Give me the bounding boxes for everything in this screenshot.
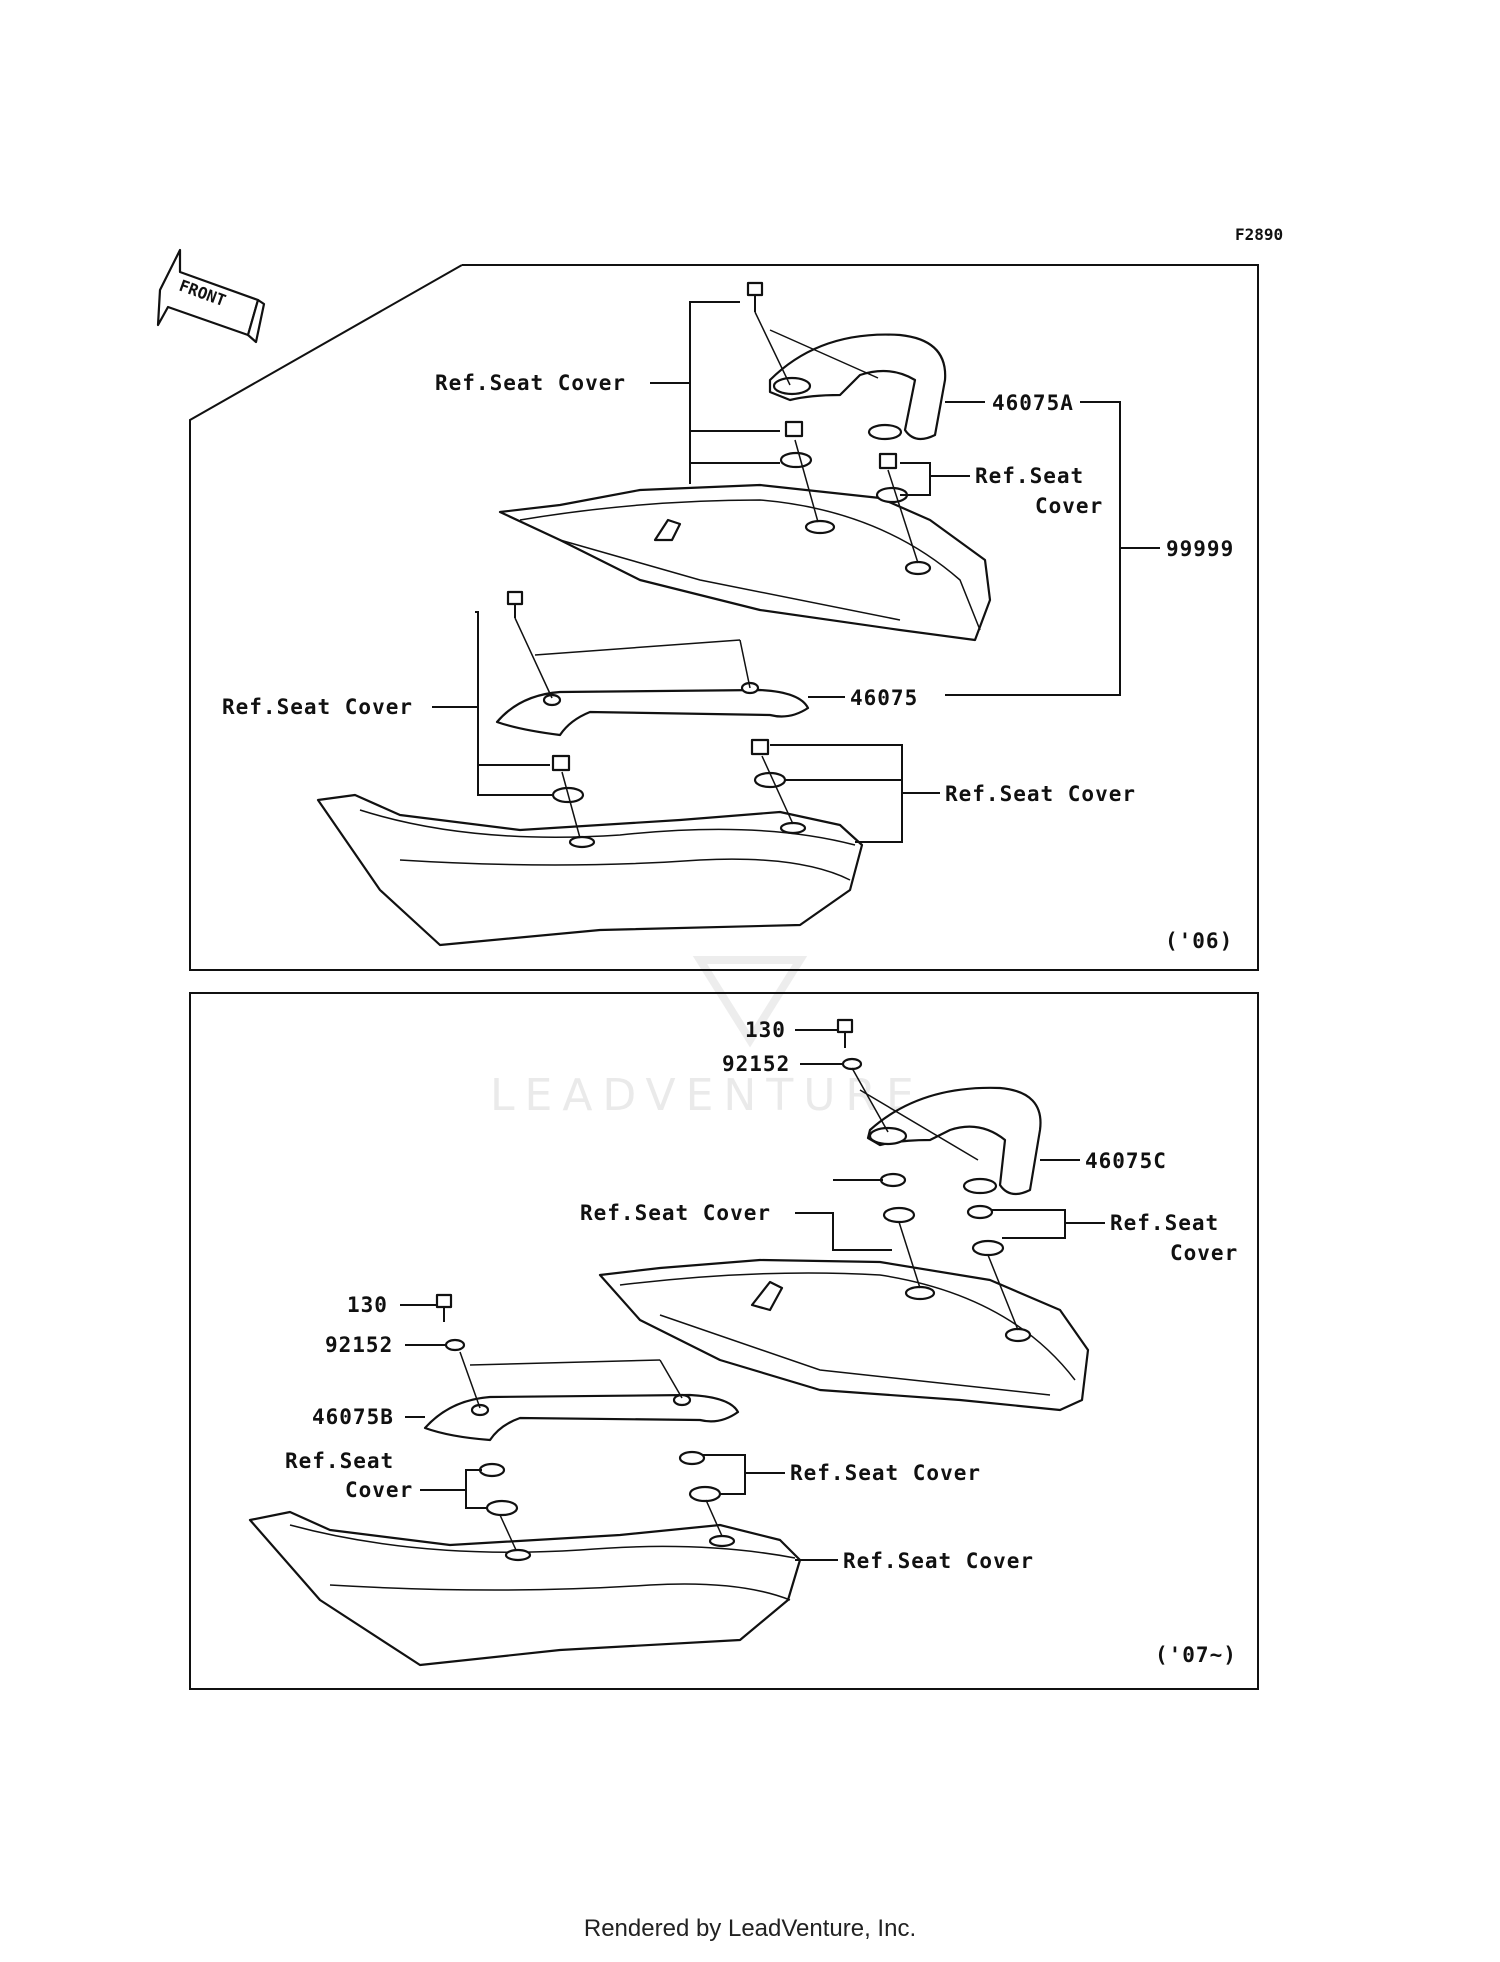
watermark: LEADVENTURE xyxy=(490,830,924,1121)
ref-seat-cover-left-label-1: Ref.Seat xyxy=(285,1449,394,1473)
ref-seat-cover-bottom-label: Ref.Seat Cover xyxy=(843,1549,1034,1573)
grommet-icon xyxy=(485,1499,519,1517)
ref-seat-cover-lower-mid-label: Ref.Seat Cover xyxy=(790,1461,981,1485)
panel-bottom: 130 92152 46075C Ref.Seat Cover Ref.Seat… xyxy=(189,992,1259,1690)
bushing-icon xyxy=(678,1450,706,1466)
part-46075a-label: 46075A xyxy=(992,391,1074,415)
year-label-bottom: ('07~) xyxy=(1155,1643,1237,1667)
year-label-top: ('06) xyxy=(1165,929,1233,953)
ref-seat-cover-mid-label: Ref.Seat Cover xyxy=(580,1201,771,1225)
ref-seat-cover-right-label-1: Ref.Seat xyxy=(1110,1211,1219,1235)
panel-top: Ref.Seat Cover 46075A Ref.Seat Cover 999… xyxy=(189,264,1259,971)
grab-rail-46075c-shape xyxy=(866,1086,1042,1196)
bushing-icon xyxy=(878,452,898,470)
bolt-icon xyxy=(746,281,764,312)
ref-seat-cover-right-label-2: Cover xyxy=(1035,494,1103,518)
bushing-icon xyxy=(478,1462,506,1478)
figure-code: F2890 xyxy=(1235,225,1283,244)
part-46075-label: 46075 xyxy=(850,686,918,710)
bushing-icon xyxy=(784,420,804,438)
ref-seat-cover-upper-label: Ref.Seat Cover xyxy=(435,371,626,395)
part-46075c-label: 46075C xyxy=(1085,1149,1167,1173)
panel-top-frame xyxy=(189,264,1259,971)
bushing-icon xyxy=(750,738,770,756)
watermark-text: LEADVENTURE xyxy=(490,1070,924,1121)
bolt-icon xyxy=(836,1018,854,1048)
ref-seat-cover-left-label-2: Cover xyxy=(345,1478,413,1502)
side-cover-lower-shape xyxy=(248,1510,802,1667)
bolt-icon xyxy=(435,1293,453,1322)
grommet-icon xyxy=(779,451,813,469)
front-arrow-icon: FRONT xyxy=(156,248,266,344)
part-130-lower-label: 130 xyxy=(347,1293,388,1317)
part-46075b-label: 46075B xyxy=(312,1405,394,1429)
bolt-icon xyxy=(506,590,524,618)
grommet-icon xyxy=(688,1485,722,1503)
grab-rail-46075b-shape xyxy=(423,1393,740,1442)
grab-rail-46075-shape xyxy=(495,688,810,737)
bushing-icon xyxy=(879,1172,907,1188)
ref-seat-cover-lower-right-label: Ref.Seat Cover xyxy=(945,782,1136,806)
ref-seat-cover-right-label-1: Ref.Seat xyxy=(975,464,1084,488)
part-92152-lower-label: 92152 xyxy=(325,1333,393,1357)
ref-seat-cover-right-label-2: Cover xyxy=(1170,1241,1238,1265)
panel-bottom-frame xyxy=(189,992,1259,1690)
grab-rail-46075a-shape xyxy=(768,333,947,441)
part-99999-label: 99999 xyxy=(1166,537,1234,561)
washer-icon xyxy=(841,1057,863,1071)
grommet-icon xyxy=(882,1206,916,1224)
bushing-icon xyxy=(551,754,571,772)
bushing-icon xyxy=(966,1204,994,1220)
washer-icon xyxy=(444,1338,466,1352)
ref-seat-cover-left-label: Ref.Seat Cover xyxy=(222,695,413,719)
footer-credit: Rendered by LeadVenture, Inc. xyxy=(583,1915,917,1942)
side-cover-lower-shape xyxy=(316,793,864,947)
grommet-icon xyxy=(971,1239,1005,1257)
part-92152-upper-label: 92152 xyxy=(722,1052,790,1076)
part-130-upper-label: 130 xyxy=(745,1018,786,1042)
